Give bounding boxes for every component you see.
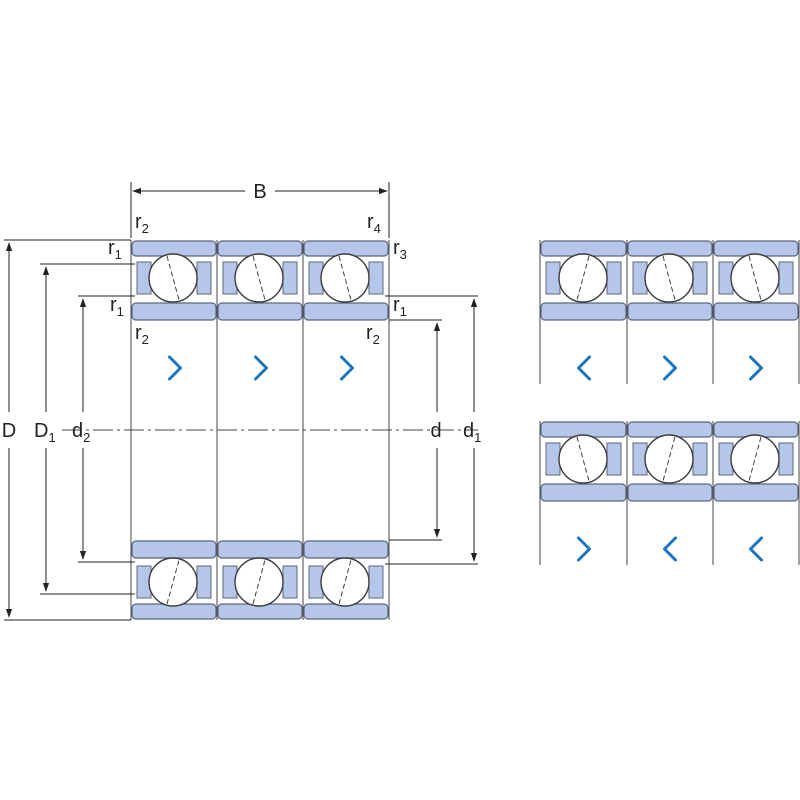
radius-r2-top-label: r2: [135, 211, 149, 236]
dim-d2-label: d2: [72, 420, 90, 445]
dimension-lines: B D D1 d2 d d1: [2, 181, 481, 621]
bottom-bearing-row: [131, 540, 389, 620]
bearing-section: [627, 421, 713, 502]
dim-D1-label: D1: [34, 420, 56, 445]
contact-angle-arrow: [663, 355, 677, 381]
dim-B-label: B: [253, 181, 266, 203]
dim-d1-label: d1: [463, 420, 481, 445]
dim-D-label: D: [2, 420, 16, 442]
bearing-section: [627, 240, 713, 321]
contact-angle-arrow: [663, 536, 677, 562]
top-bearing-row: [131, 240, 389, 321]
bearing-section: [131, 540, 217, 620]
contact-angle-arrow: [254, 355, 268, 381]
arrangement-top: [539, 240, 800, 384]
dim-d-label: d: [430, 420, 441, 442]
radius-r3-label: r3: [393, 237, 407, 262]
radius-labels: r2 r1 r1 r2 r4 r3 r1 r2: [108, 211, 407, 347]
contact-angle-arrow: [168, 355, 182, 381]
bearing-section: [713, 240, 799, 321]
bearing-section: [540, 240, 627, 321]
radius-r2-inner-right-label: r2: [366, 322, 380, 347]
radius-r1-inner-left-label: r1: [110, 294, 124, 319]
radius-r1-top-label: r1: [108, 237, 122, 262]
main-direction-arrows: [168, 355, 354, 381]
bearing-section: [217, 240, 303, 321]
contact-angle-arrow: [577, 536, 591, 562]
bearing-section: [540, 421, 627, 502]
bearing-section: [303, 240, 389, 321]
bearing-section: [713, 421, 799, 502]
radius-r1-inner-right-label: r1: [393, 294, 407, 319]
contact-angle-arrow: [340, 355, 354, 381]
radius-r4-label: r4: [367, 211, 381, 236]
contact-angle-arrow: [749, 536, 763, 562]
bearing-section: [217, 540, 303, 620]
bearing-section: [303, 540, 389, 620]
contact-angle-arrow: [577, 355, 591, 381]
arrangement-bottom: [539, 421, 800, 565]
radius-r2-inner-left-label: r2: [135, 322, 149, 347]
bearing-section: [131, 240, 217, 321]
main-bearing-set: [62, 240, 478, 620]
contact-angle-arrow: [749, 355, 763, 381]
